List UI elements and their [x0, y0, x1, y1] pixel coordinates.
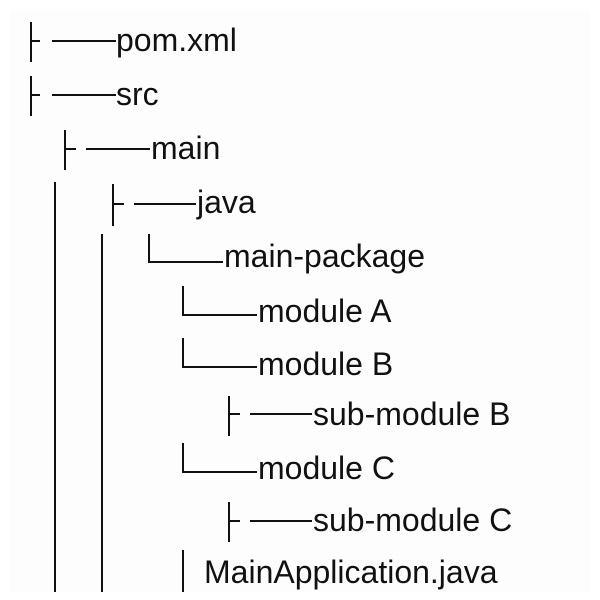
tree-connector-branch	[250, 413, 312, 415]
tree-node-sub-module-b[interactable]: sub-module B	[313, 396, 511, 432]
tree-connector-tee	[64, 130, 66, 170]
tree-connector-branch	[52, 40, 116, 42]
tree-connector-elbow	[148, 261, 223, 263]
tree-node-pom-xml[interactable]: pom.xml	[116, 22, 237, 58]
tree-connector-tee	[64, 148, 76, 150]
tree-node-module-b[interactable]: module B	[258, 346, 394, 382]
tree-connector-tee	[228, 520, 240, 522]
tree-connector-branch	[134, 203, 196, 205]
file-tree: pom.xml src main java main-package modul…	[10, 10, 590, 592]
tree-node-java[interactable]: java	[197, 184, 256, 220]
tree-connector-tee	[112, 184, 114, 226]
tree-connector-elbow	[182, 471, 257, 473]
tree-connector-tee	[30, 94, 40, 96]
tree-node-src[interactable]: src	[116, 76, 159, 112]
tree-connector-elbow	[148, 234, 150, 263]
tree-guide-line	[101, 234, 103, 592]
tree-node-sub-module-c[interactable]: sub-module C	[313, 502, 513, 538]
tree-connector-tee	[228, 502, 230, 542]
tree-node-module-a[interactable]: module A	[258, 293, 392, 329]
tree-node-module-c[interactable]: module C	[258, 450, 395, 486]
tree-node-main-package[interactable]: main-package	[224, 238, 425, 274]
tree-connector-tee	[30, 22, 32, 62]
tree-connector-branch	[86, 148, 150, 150]
tree-connector-tee	[112, 203, 124, 205]
tree-connector-elbow	[182, 314, 257, 316]
tree-connector-tee	[30, 40, 40, 42]
tree-connector-bar	[182, 550, 184, 592]
tree-connector-tee	[30, 76, 32, 116]
tree-connector-branch	[52, 94, 116, 96]
tree-node-main[interactable]: main	[151, 130, 221, 166]
tree-connector-branch	[250, 520, 312, 522]
tree-connector-elbow	[182, 338, 184, 368]
tree-connector-tee	[228, 396, 230, 436]
tree-connector-elbow	[182, 443, 184, 473]
tree-guide-line	[54, 182, 56, 592]
tree-connector-elbow	[182, 286, 184, 316]
tree-node-main-application-java[interactable]: MainApplication.java	[204, 554, 498, 590]
tree-connector-elbow	[182, 366, 257, 368]
tree-connector-tee	[228, 413, 240, 415]
